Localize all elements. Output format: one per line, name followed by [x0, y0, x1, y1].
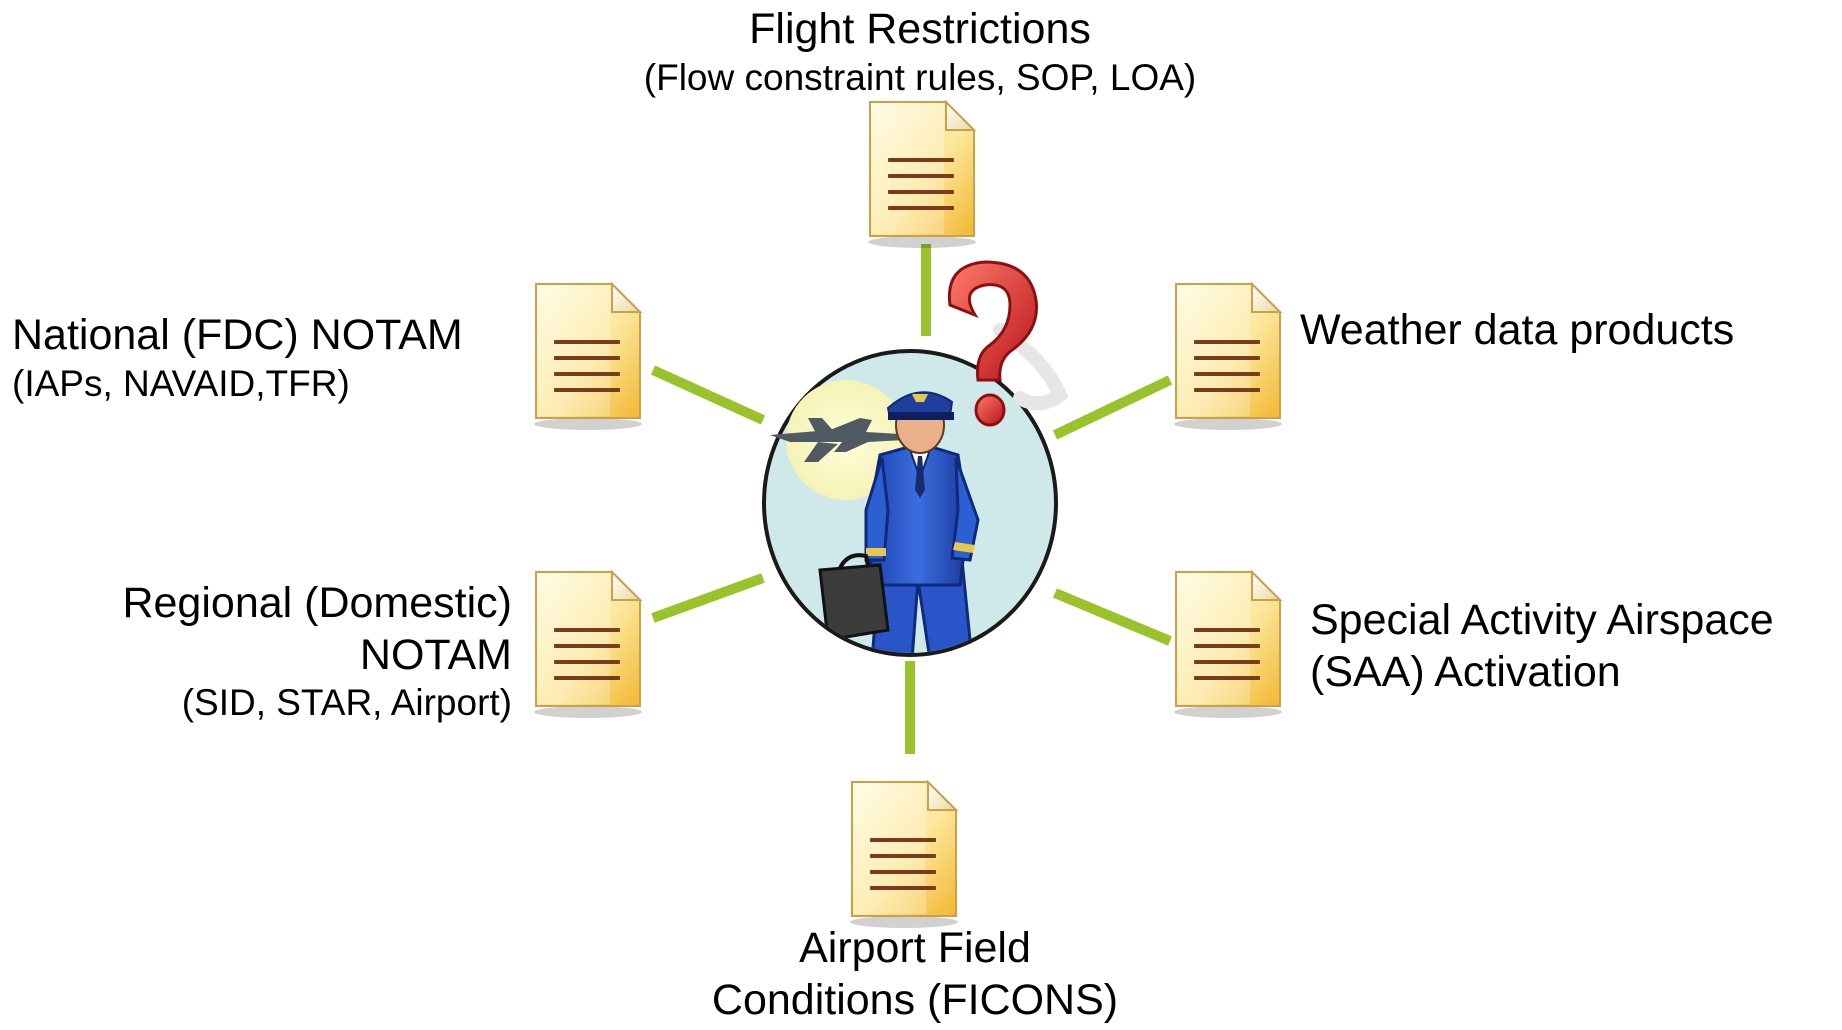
document-icon	[850, 779, 959, 928]
weather-title: Weather data products	[1300, 306, 1735, 354]
document-icon	[534, 569, 643, 718]
airplane-icon	[770, 418, 905, 462]
document-icon	[1174, 569, 1283, 718]
question-mark-icon	[947, 260, 1069, 427]
flight-restrictions-title: Flight Restrictions	[749, 5, 1091, 53]
connector-bottom-right	[1053, 588, 1172, 646]
national-notam-node: National (FDC) NOTAM (IAPs, NAVAID,TFR)	[12, 310, 463, 406]
document-icon	[1174, 281, 1283, 430]
airport-field-line2: Conditions (FICONS)	[711, 975, 1119, 1024]
regional-notam-title-line1: Regional (Domestic)	[122, 579, 512, 627]
connector-bottom-left	[651, 573, 765, 623]
flight-restrictions-node: Flight Restrictions (Flow constraint rul…	[570, 4, 1270, 100]
saa-line2: (SAA) Activation	[1310, 647, 1621, 696]
connector-top-left	[650, 365, 766, 425]
airport-field-node: Airport Field Conditions (FICONS)	[600, 923, 1230, 1026]
airport-field-line1: Airport Field	[799, 924, 1031, 972]
national-notam-subtitle: (IAPs, NAVAID,TFR)	[12, 362, 350, 404]
connector-top-right	[1052, 375, 1173, 440]
regional-notam-subtitle: (SID, STAR, Airport)	[181, 682, 512, 724]
weather-node: Weather data products	[1300, 305, 1734, 357]
document-icon	[534, 281, 643, 430]
flight-restrictions-subtitle: (Flow constraint rules, SOP, LOA)	[643, 56, 1197, 98]
document-icon	[868, 99, 977, 248]
pilot-with-question-icon	[762, 260, 1069, 657]
saa-line1: Special Activity Airspace	[1310, 596, 1774, 644]
connector-lines	[650, 244, 1173, 754]
regional-notam-title-line2: NOTAM	[359, 630, 512, 679]
regional-notam-node: Regional (Domestic) NOTAM (SID, STAR, Ai…	[40, 578, 512, 726]
national-notam-title: National (FDC) NOTAM	[12, 311, 463, 359]
saa-node: Special Activity Airspace (SAA) Activati…	[1310, 595, 1774, 698]
